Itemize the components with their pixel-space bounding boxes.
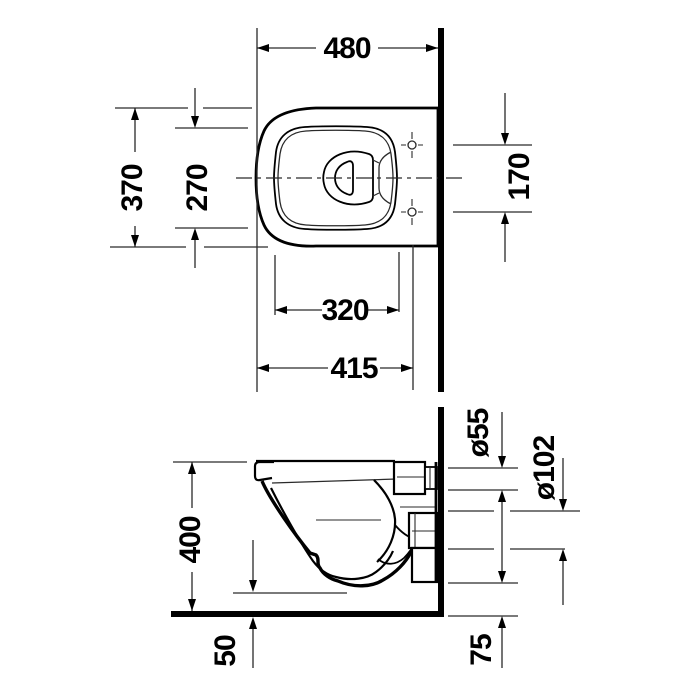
arrowhead-up [191, 228, 199, 240]
dim-label: 50 [209, 635, 242, 667]
rim-inner [277, 129, 394, 227]
sump-connector-bottom [372, 192, 380, 197]
arrowhead-up [559, 549, 567, 561]
arrowhead-down [188, 599, 196, 611]
arrowhead-down [501, 133, 509, 145]
dim-label: 370 [116, 164, 149, 211]
trap-line [373, 479, 397, 563]
dim-label: 400 [174, 516, 207, 563]
arrowhead-up [131, 108, 139, 120]
arrowhead-down [498, 571, 506, 583]
top-view: 480 370 270 170 [110, 28, 536, 392]
dim-label: 480 [323, 32, 370, 65]
arrowhead-up [249, 617, 257, 629]
dim-label: 270 [181, 164, 214, 211]
dim-outlet-diameter: ø102 [448, 436, 580, 605]
wall-section-side [438, 407, 444, 617]
fixing-hole-bottom [401, 199, 423, 225]
ext-line [448, 467, 518, 491]
arrowhead-right [401, 364, 413, 372]
dim-label: 415 [330, 352, 377, 385]
sump-connector-top [372, 159, 380, 164]
arrowhead-down [249, 580, 257, 592]
arrowhead-left [257, 44, 269, 52]
rim-lip [253, 460, 274, 482]
arrowhead-up [498, 616, 506, 628]
rim-outer [273, 125, 398, 231]
arrowhead-left [257, 364, 269, 372]
arrowhead-up [498, 490, 506, 502]
arrowhead-down [559, 499, 567, 511]
dim-270: 270 [175, 88, 248, 268]
arrowhead-up [501, 212, 509, 224]
ext-line [175, 127, 248, 229]
dim-415: 415 [257, 245, 414, 390]
arrowhead-right [426, 44, 438, 52]
ext-line [448, 510, 580, 550]
dim-320: 320 [274, 252, 400, 327]
dim-370: 370 [110, 107, 268, 248]
dim-label: 170 [503, 153, 536, 200]
floor-line [171, 611, 444, 617]
arrowhead-up [188, 462, 196, 474]
ext-line [110, 107, 268, 248]
dim-label: ø55 [462, 408, 495, 457]
arrowhead-left [275, 306, 287, 314]
arrowhead-down [498, 456, 506, 468]
dim-170: 170 [453, 93, 536, 262]
dim-inlet-diameter: ø55 [448, 408, 518, 571]
dim-75: 75 [448, 571, 518, 668]
dim-400: 400 [173, 461, 247, 611]
dim-label: 75 [465, 634, 498, 666]
ext-line [453, 144, 532, 213]
arrowhead-down [131, 235, 139, 247]
dim-label: 320 [321, 294, 368, 327]
sump-outer [322, 150, 374, 206]
flush-housing [392, 460, 427, 496]
dim-label: ø102 [528, 436, 561, 501]
arrowhead-right [387, 306, 399, 314]
bowl-inner-line [270, 487, 395, 581]
mounting-block [410, 546, 439, 584]
arrowhead-down [191, 116, 199, 128]
sump-inner [334, 160, 354, 196]
wall-section-top [438, 28, 444, 392]
dim-480: 480 [256, 28, 438, 392]
dim-50: 50 [209, 540, 347, 668]
fixing-hole-top [401, 132, 423, 158]
side-view: 400 50 ø55 ø102 [171, 407, 580, 668]
ext-line [274, 252, 400, 315]
ext-line [448, 582, 518, 617]
